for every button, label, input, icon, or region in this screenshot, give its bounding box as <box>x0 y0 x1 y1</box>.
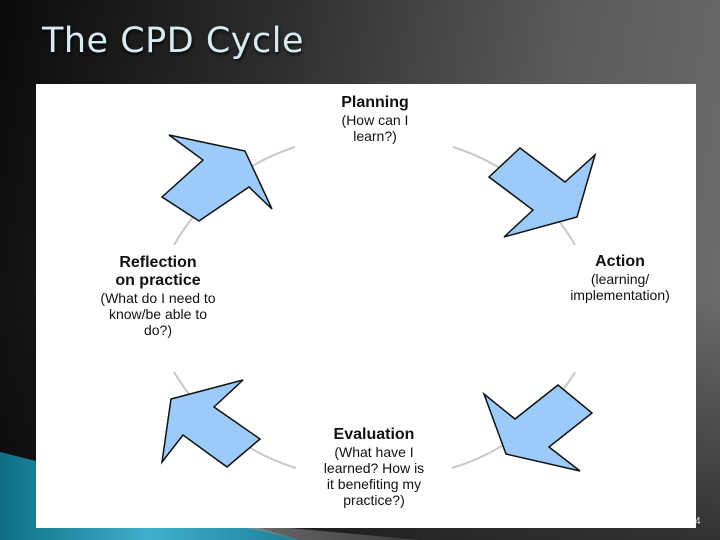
node-text-line: do?) <box>143 322 173 338</box>
diagram-panel <box>36 84 696 528</box>
node-heading: on practice <box>115 272 201 289</box>
node-text-line: practice?) <box>343 492 405 508</box>
node-text-line: implementation) <box>570 287 670 303</box>
node-text-line: know/be able to <box>108 306 208 322</box>
node-planning: Planning (How can I learn?) <box>300 94 450 144</box>
node-text-line: learned? How is <box>323 460 425 476</box>
node-heading: Evaluation <box>333 426 415 443</box>
node-heading: Reflection <box>119 254 197 271</box>
arrow-down-left-icon <box>482 384 594 472</box>
node-text-line: (What do I need to <box>100 290 216 306</box>
node-text-line: (learning/ <box>590 271 650 287</box>
node-heading: Planning <box>341 94 409 111</box>
arrow-up-right-icon <box>160 134 273 222</box>
node-text-line: learn?) <box>353 128 397 144</box>
node-text-line: (How can I <box>341 112 409 128</box>
arrow-down-right-icon <box>487 147 597 238</box>
node-text-line: (What have I <box>334 444 414 460</box>
slide-title: The CPD Cycle <box>42 21 304 61</box>
node-text-line: it benefiting my <box>326 476 422 492</box>
node-action: Action (learning/ implementation) <box>545 253 695 303</box>
arrow-up-left-icon <box>160 379 262 468</box>
node-reflection: Reflection on practice (What do I need t… <box>80 254 236 338</box>
slide-number: 4 <box>695 516 701 527</box>
node-heading: Action <box>595 253 645 270</box>
node-evaluation: Evaluation (What have I learned? How is … <box>298 426 450 508</box>
